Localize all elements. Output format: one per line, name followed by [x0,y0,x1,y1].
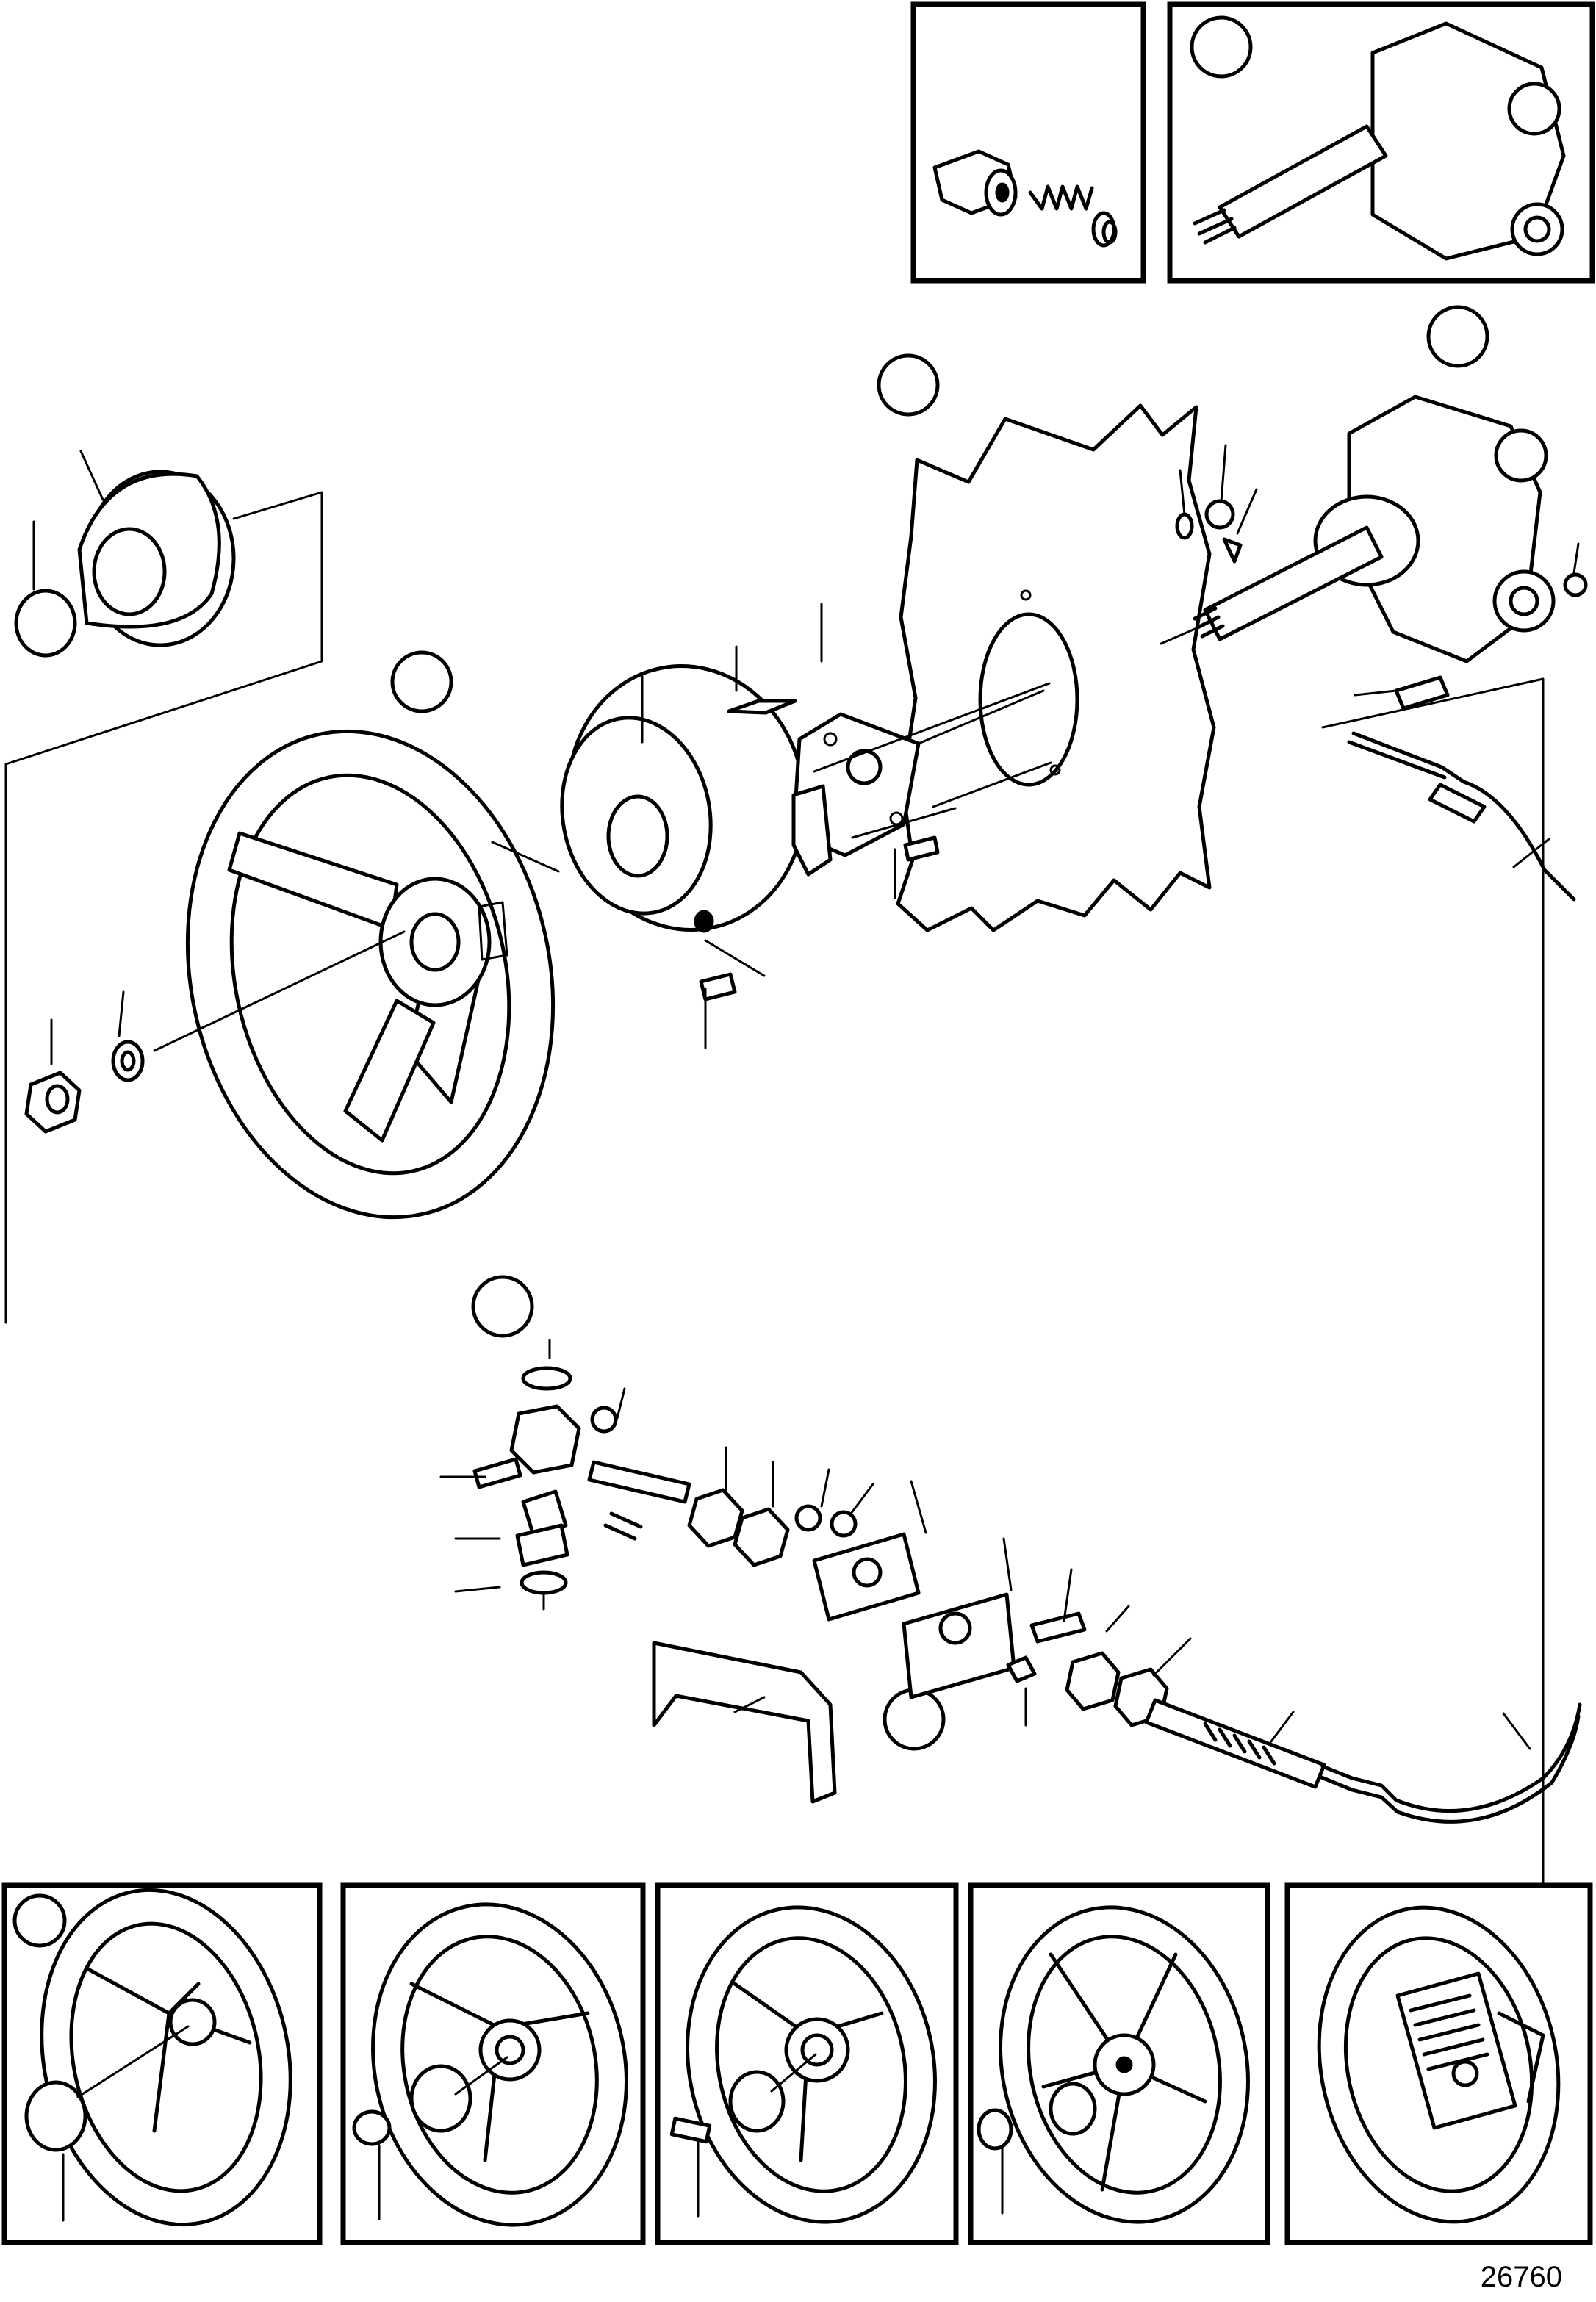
steering-wheel [185,650,556,1220]
marker-circle [390,650,453,713]
marker-circle [1426,305,1489,368]
marker-circle [1190,15,1253,79]
inset-helm-pump [1167,1,1595,284]
steering-cable-upper [1321,677,1576,2150]
linkage-assembly [439,1275,1326,1804]
marker-circle [471,1275,534,1338]
hub-housing [491,664,807,1049]
wheel-nut-washer [24,930,406,1134]
marker-circle [883,1688,946,1751]
wheel-variant-5 [1284,1882,1593,2245]
steering-cable-lower [1318,1702,1582,1824]
marker-circle [877,353,940,417]
inset-valve-spring [910,1,1146,284]
helm-pump-assembly [1160,305,1588,711]
wheel-variant-3 [655,1882,959,2245]
figure-reference-number: 26760 [1481,2261,1562,2293]
mounting-bracket [727,603,1052,899]
marker-circle [12,1893,67,1948]
wheel-variant-1 [1,1882,323,2245]
wheel-variant-2 [340,1882,646,2245]
hub-cover [4,450,323,1324]
wheel-variant-4 [968,1882,1270,2245]
